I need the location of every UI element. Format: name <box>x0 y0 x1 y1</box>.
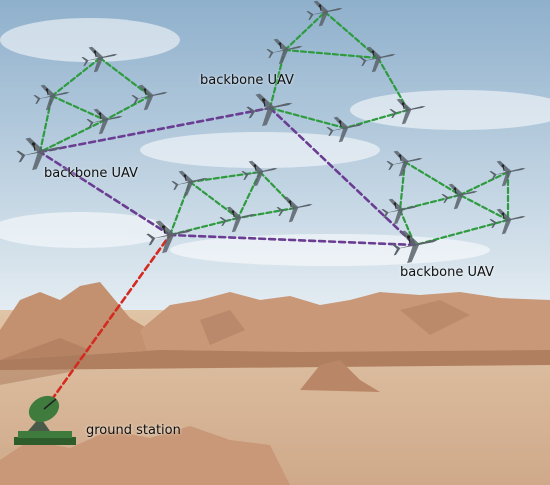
uav-icon <box>326 116 363 143</box>
cluster-link <box>343 108 410 130</box>
cluster-link <box>458 170 510 197</box>
backbone-link <box>38 106 272 154</box>
ground-link <box>38 233 172 418</box>
uav-icon <box>33 84 70 111</box>
cluster-link <box>376 56 410 112</box>
cluster-link <box>50 94 107 122</box>
backbone-uav-label-right: backbone UAV <box>400 265 494 280</box>
uav-icon <box>131 84 168 111</box>
cluster-link <box>103 94 152 122</box>
backbone-links <box>38 106 417 247</box>
satellite-dish-icon <box>14 395 76 445</box>
uav-layer <box>16 0 526 264</box>
backbone-uav-icon <box>391 230 438 264</box>
cluster-link <box>188 180 240 220</box>
backbone-uav-label-left: backbone UAV <box>44 166 138 181</box>
cluster-link <box>268 106 347 130</box>
uav-icon <box>386 150 423 177</box>
uav-icon <box>389 98 426 125</box>
backbone-link <box>168 233 417 247</box>
cluster-link <box>283 10 327 52</box>
uav-icon <box>171 170 208 197</box>
backbone-uav-icon <box>16 137 63 171</box>
uav-icon <box>306 0 343 27</box>
ground-station-label: ground station <box>86 423 181 438</box>
uav-icon <box>276 196 313 223</box>
uav-icon <box>441 183 478 210</box>
uav-icon <box>489 160 526 187</box>
cluster-link <box>98 56 152 98</box>
uav-icon <box>266 38 303 65</box>
uav-icon <box>86 108 123 135</box>
cluster-link <box>403 160 462 197</box>
cluster-link <box>38 118 107 154</box>
backbone-link <box>268 106 417 247</box>
uav-icon <box>219 206 256 233</box>
backbone-uav-label-top: backbone UAV <box>200 73 294 88</box>
ground-link <box>38 233 172 418</box>
mountains <box>0 282 550 485</box>
uav-icon <box>359 46 396 73</box>
uav-icon <box>241 160 278 187</box>
cluster-link <box>50 56 102 98</box>
uav-icon <box>489 208 526 235</box>
backbone-uav-icon <box>246 93 293 127</box>
backbone-link <box>38 150 172 237</box>
cluster-link <box>458 193 510 222</box>
uav-icon <box>81 46 118 73</box>
cluster-link <box>283 48 380 60</box>
backbone-uav-icon <box>146 220 193 254</box>
uav-icon <box>381 198 418 225</box>
